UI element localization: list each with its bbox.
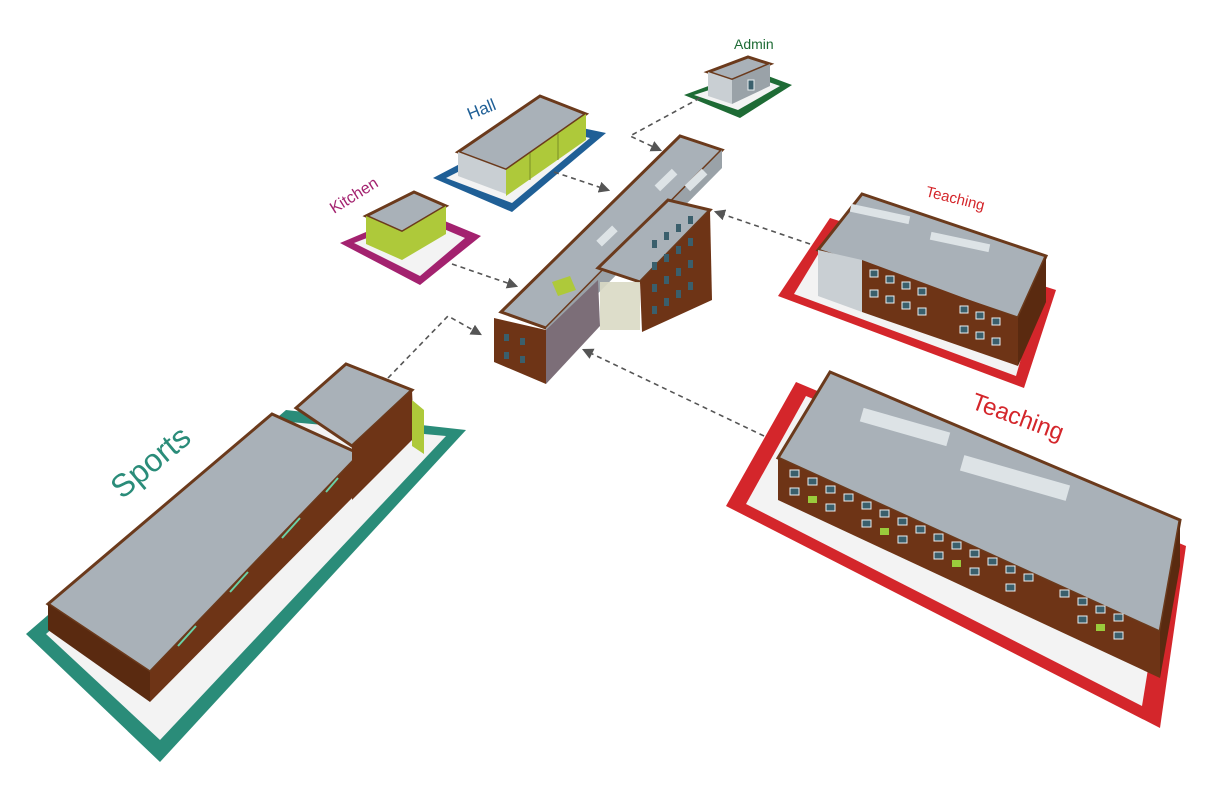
arrow-admin — [628, 97, 701, 152]
teaching-block-large: Teaching — [726, 370, 1186, 728]
connector-arrows — [387, 97, 811, 437]
teaching-block-small: Teaching — [778, 183, 1056, 388]
teaching-small-label: Teaching — [924, 183, 986, 214]
arrow-kitchen — [451, 263, 519, 289]
arrow-sports — [387, 315, 482, 379]
hall-block: Hall — [433, 94, 606, 212]
hall-label: Hall — [464, 95, 498, 124]
arrow-hall — [553, 171, 611, 193]
admin-block: Admin — [684, 36, 792, 118]
kitchen-block: Kitchen — [327, 175, 481, 285]
admin-label: Admin — [734, 36, 774, 52]
arrow-teaching-small — [713, 209, 811, 245]
arrow-teaching-large — [581, 348, 765, 437]
central-building — [494, 134, 725, 384]
sports-block: Sports — [26, 362, 466, 762]
